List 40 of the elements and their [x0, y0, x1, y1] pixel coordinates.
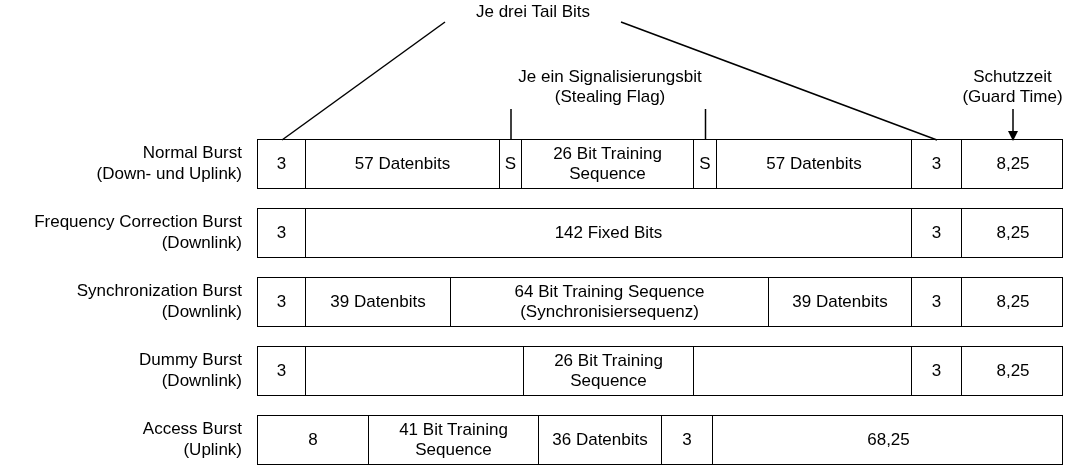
callout-text: Je ein Signalisierungsbit (Stealing Flag): [500, 67, 720, 107]
burst-field: 39 Datenbits: [769, 278, 912, 326]
burst-field: 3: [912, 278, 962, 326]
callout-text: Schutzzeit (Guard Time): [960, 67, 1065, 107]
burst-field: 64 Bit Training Sequence (Synchronisiersequenz): [451, 278, 769, 326]
callout-text: Je drei Tail Bits: [433, 2, 633, 22]
burst-field: 8,25: [962, 347, 1064, 395]
burst-field: 3: [912, 347, 962, 395]
burst-field: 8,25: [962, 140, 1064, 188]
burst-field: 3: [662, 416, 713, 464]
burst-label: Frequency Correction Burst (Downlink): [33, 211, 242, 253]
burst-field: 3: [258, 140, 306, 188]
burst-field: 3: [912, 140, 962, 188]
burst-label: Access Burst (Uplink): [141, 418, 242, 460]
burst-field: 57 Datenbits: [717, 140, 912, 188]
burst-field: 26 Bit Training Sequence: [522, 140, 694, 188]
burst-field: 142 Fixed Bits: [306, 209, 912, 257]
burst-field: 8,25: [962, 209, 1064, 257]
burst-field: 26 Bit Training Sequence: [524, 347, 694, 395]
burst-field: 3: [258, 209, 306, 257]
leader-line: [281, 21, 446, 141]
burst-label: Normal Burst (Down- und Uplink): [95, 142, 242, 184]
leader-line: [620, 21, 938, 141]
burst-field: 39 Datenbits: [306, 278, 451, 326]
leader-line: [704, 108, 707, 141]
burst-field: 3: [912, 209, 962, 257]
burst-field: 41 Bit Training Sequence: [369, 416, 539, 464]
burst-field: 3: [258, 278, 306, 326]
burst-field: S: [500, 140, 522, 188]
burst-field: 8,25: [962, 278, 1064, 326]
burst-label: Dummy Burst (Downlink): [138, 349, 242, 391]
burst-field: S: [694, 140, 717, 188]
burst-label: Synchronization Burst (Downlink): [75, 280, 242, 322]
arrow: [1008, 108, 1018, 141]
burst-field: 36 Datenbits: [539, 416, 662, 464]
burst-field: 57 Datenbits: [306, 140, 500, 188]
burst-field: 3: [258, 347, 306, 395]
burst-field: 68,25: [713, 416, 1064, 464]
burst-field: 8: [258, 416, 369, 464]
leader-line: [510, 108, 512, 141]
